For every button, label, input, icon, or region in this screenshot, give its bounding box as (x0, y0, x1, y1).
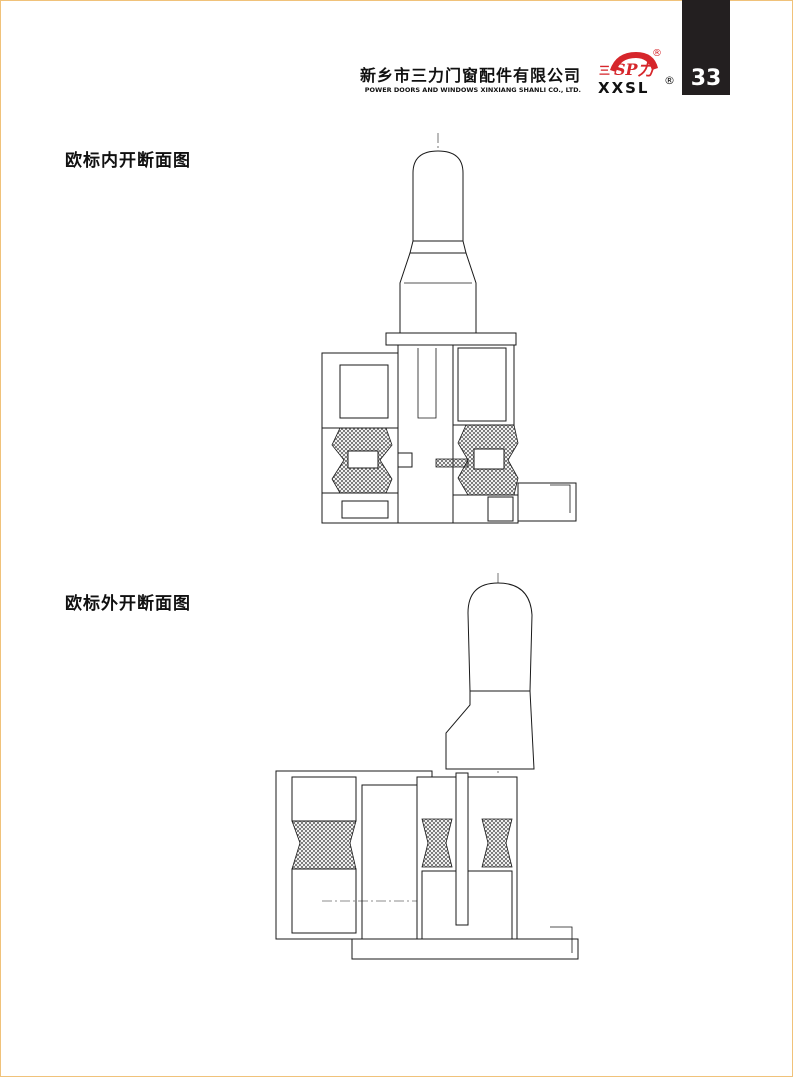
brand-name: XXSL (598, 79, 650, 97)
company-logo: 三 SP力 ® ® (599, 48, 674, 87)
page-tab (682, 0, 730, 95)
inward-opening-section-drawing (318, 133, 588, 533)
logo-text: SP力 (614, 60, 656, 79)
company-name-en: POWER DOORS AND WINDOWS XINXIANG SHANLI … (364, 86, 581, 94)
logo-registered: ® (652, 48, 662, 59)
section-title-inward: 欧标内开断面图 (65, 151, 191, 171)
logo-mark: 三 (599, 64, 610, 77)
company-name-cn: 新乡市三力门窗配件有限公司 (359, 66, 581, 85)
company-name-block: 新乡市三力门窗配件有限公司 POWER DOORS AND WINDOWS XI… (360, 66, 581, 95)
outward-opening-section-drawing (272, 573, 582, 963)
section-title-outward: 欧标外开断面图 (65, 594, 191, 614)
page-number: 33 (690, 66, 722, 91)
brand-registered: ® (664, 74, 674, 87)
